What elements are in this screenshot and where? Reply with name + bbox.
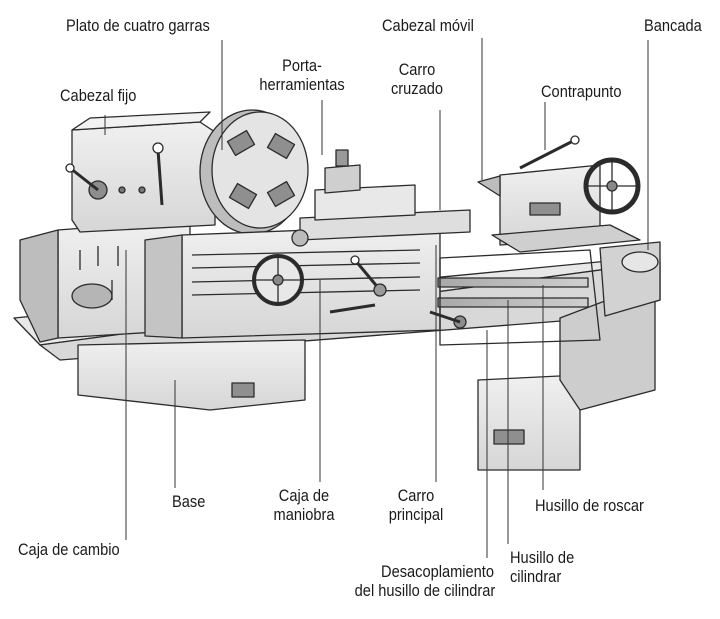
feed-rod — [437, 297, 589, 308]
label-contrapunto: Contrapunto — [541, 82, 622, 101]
label-cabezal-movil: Cabezal móvil — [382, 16, 474, 35]
headstock-top — [71, 111, 211, 131]
base-left-slot — [231, 382, 255, 398]
chuck-face — [211, 111, 309, 229]
label-bancada: Bancada — [644, 16, 702, 35]
label-portaherramientas: Porta-herramientas — [259, 56, 345, 94]
tool-post — [324, 164, 361, 194]
chuck-jaw-4 — [266, 180, 296, 208]
tool-post-bolt — [335, 149, 349, 167]
compound-rest — [314, 184, 416, 221]
chuck-jaw-3 — [228, 182, 258, 210]
label-base: Base — [172, 492, 206, 511]
gearbox-cylinder — [71, 283, 113, 309]
headstock — [71, 121, 216, 233]
lead-screw — [437, 277, 589, 288]
tailstock-base — [491, 224, 641, 253]
base-left — [77, 339, 306, 411]
apron-side — [144, 234, 183, 339]
label-caja-cambio: Caja de cambio — [18, 540, 120, 559]
tailstock-center — [477, 175, 501, 197]
chuck-jaw-1 — [226, 129, 256, 157]
label-plato: Plato de cuatro garras — [66, 16, 210, 35]
base-right-slot — [493, 429, 525, 445]
label-husillo-roscar: Husillo de roscar — [535, 496, 644, 515]
gearbox-side — [19, 229, 59, 343]
label-cabezal-fijo: Cabezal fijo — [60, 86, 137, 105]
chuck-jaw-2 — [266, 132, 296, 160]
base-right — [477, 374, 581, 471]
